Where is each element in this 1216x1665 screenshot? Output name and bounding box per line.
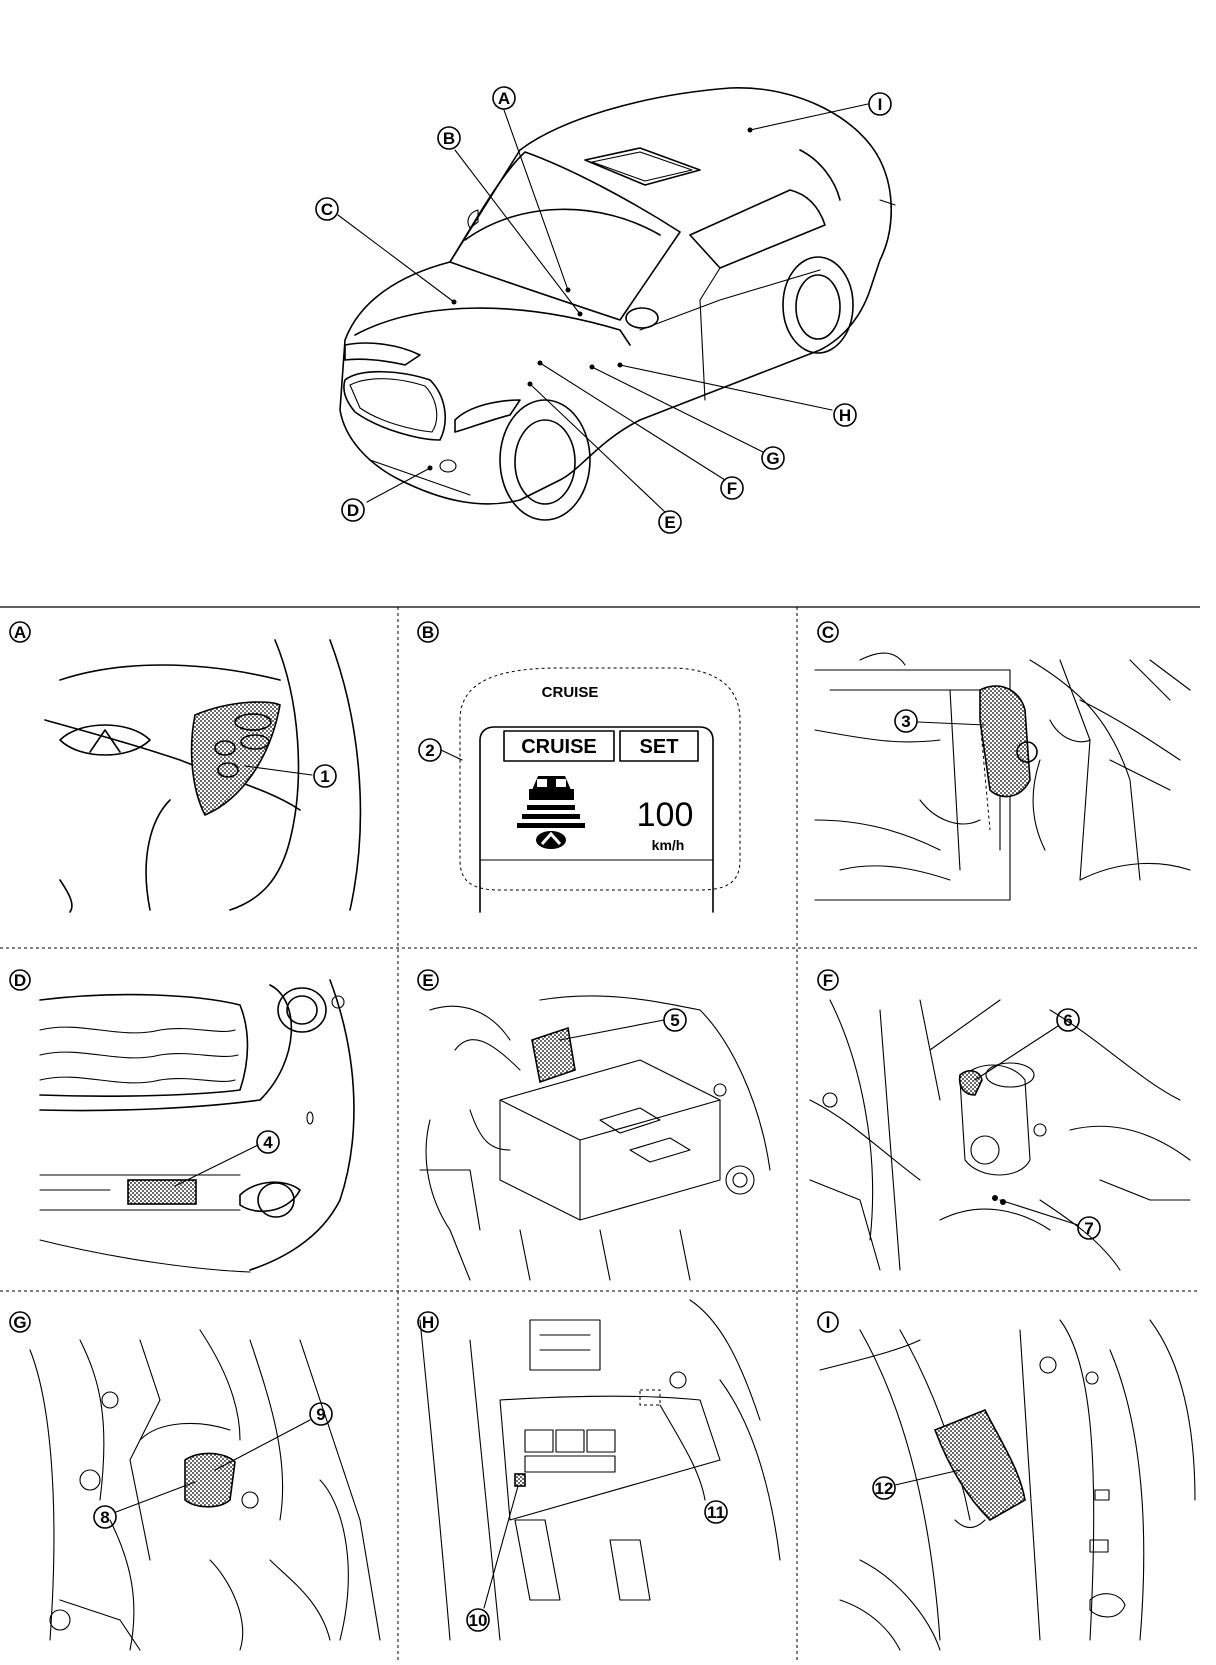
overview-callout-i: I — [868, 92, 892, 116]
svg-text:C: C — [822, 623, 834, 642]
panel-i: I 12 — [817, 1311, 1196, 1651]
overview-callout-f: F — [720, 476, 744, 500]
svg-text:D: D — [14, 971, 26, 990]
svg-text:I: I — [826, 1313, 831, 1332]
panel-f: F 6 7 — [809, 969, 1191, 1271]
svg-text:G: G — [13, 1313, 26, 1332]
cruise-status-label: SET — [640, 736, 679, 758]
overview-callout-a: A — [492, 86, 516, 110]
svg-text:I: I — [878, 95, 883, 114]
svg-text:11: 11 — [707, 1503, 725, 1522]
panel-g: G 9 8 — [9, 1311, 381, 1651]
svg-text:G: G — [766, 449, 779, 468]
panel-e: E 5 — [417, 969, 771, 1281]
svg-text:12: 12 — [875, 1479, 894, 1498]
panel-d: D 4 — [9, 969, 355, 1273]
svg-text:B: B — [422, 623, 434, 642]
svg-text:2: 2 — [425, 741, 434, 760]
panel-b: B CRUISE CRUISE SET 100 km/h 2 — [417, 621, 741, 913]
svg-text:F: F — [727, 479, 737, 498]
svg-text:A: A — [498, 89, 510, 108]
cruise-caption: CRUISE — [542, 684, 599, 701]
overview-leaders — [337, 103, 869, 513]
overview-callouts: A B C D E F G H I — [315, 86, 892, 534]
svg-text:5: 5 — [670, 1011, 679, 1030]
svg-text:E: E — [664, 513, 675, 532]
overview-callout-h: H — [833, 403, 857, 427]
svg-text:B: B — [443, 129, 455, 148]
cruise-mode-label: CRUISE — [521, 736, 597, 758]
svg-text:H: H — [422, 1313, 434, 1332]
set-speed-value: 100 — [637, 796, 694, 834]
overview-callout-d: D — [341, 498, 365, 522]
svg-text:6: 6 — [1063, 1011, 1072, 1030]
overview-callout-b: B — [437, 126, 461, 150]
svg-text:A: A — [14, 623, 26, 642]
overview-callout-e: E — [658, 510, 682, 534]
svg-text:F: F — [823, 971, 833, 990]
svg-text:4: 4 — [263, 1133, 273, 1152]
svg-text:C: C — [321, 200, 333, 219]
svg-text:1: 1 — [320, 767, 329, 786]
svg-text:7: 7 — [1084, 1219, 1093, 1238]
panel-c: C 3 — [814, 621, 1191, 901]
distance-bars-icon — [517, 805, 585, 828]
vehicle-ahead-icon — [529, 776, 574, 800]
svg-text:3: 3 — [901, 712, 910, 731]
svg-text:H: H — [839, 406, 851, 425]
own-vehicle-icon — [536, 831, 566, 849]
svg-text:8: 8 — [100, 1508, 109, 1527]
svg-text:9: 9 — [316, 1405, 325, 1424]
svg-text:D: D — [347, 501, 359, 520]
vehicle-overview — [339, 87, 896, 521]
detail-grid — [0, 606, 1200, 1660]
panel-h: H 11 10 — [417, 1299, 781, 1641]
speed-unit: km/h — [652, 837, 685, 853]
overview-callout-c: C — [315, 197, 339, 221]
overview-callout-g: G — [761, 446, 785, 470]
panel-a: A 1 — [9, 621, 362, 913]
svg-text:E: E — [422, 971, 433, 990]
svg-text:10: 10 — [469, 1611, 488, 1630]
